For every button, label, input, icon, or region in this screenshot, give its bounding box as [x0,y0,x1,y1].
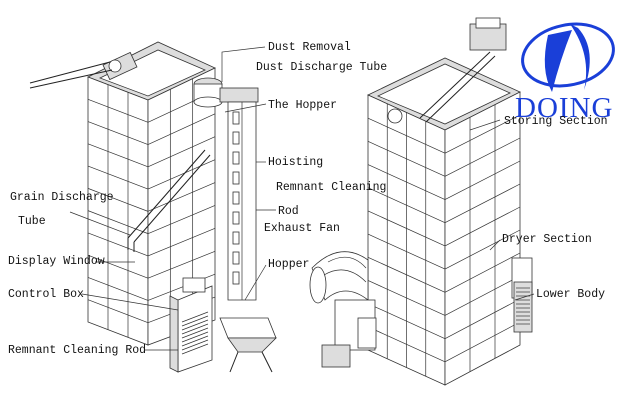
exhaust-fan-duct [309,251,377,368]
bottom-hopper [219,317,277,373]
label-dust-discharge-tube: Dust Discharge Tube [256,61,388,74]
label-grain-discharge: Grain Discharge [10,191,114,204]
label-control-box: Control Box [8,288,84,301]
left-top-fan-unit [29,51,138,89]
label-remnant-cleaning-rod: Remnant Cleaning Rod [8,344,147,357]
label-the-hopper: The Hopper [268,99,338,112]
company-logo-text: DOING [515,92,614,124]
callout-leader-lines [69,46,535,351]
label-hoisting: Hoisting [268,156,324,169]
right-dryer-panel-grid [367,103,521,377]
label-rod: Rod [278,205,299,218]
hoisting-elevator [219,87,259,301]
elevator-window-segments [232,111,240,285]
label-dust-removal: Dust Removal [268,41,351,54]
left-dryer-tower [87,41,216,346]
label-tube: Tube [18,215,46,228]
right-top-fan-unit [387,17,507,124]
grain-discharge-tube [127,149,211,252]
label-exhaust-fan: Exhaust Fan [264,222,340,235]
label-hopper: Hopper [268,258,310,271]
label-remnant-cleaning: Remnant Cleaning [276,181,387,194]
doing-logo-mark [521,22,615,92]
left-dryer-panel-grid [87,78,216,338]
control-box [169,277,213,373]
right-lower-unit [511,257,533,333]
label-dryer-section: Dryer Section [502,233,592,246]
label-lower-body: Lower Body [536,288,606,301]
label-storing-section: Storing Section [504,115,608,128]
label-display-window: Display Window [8,255,105,268]
dust-removal-cyclone [193,77,223,108]
